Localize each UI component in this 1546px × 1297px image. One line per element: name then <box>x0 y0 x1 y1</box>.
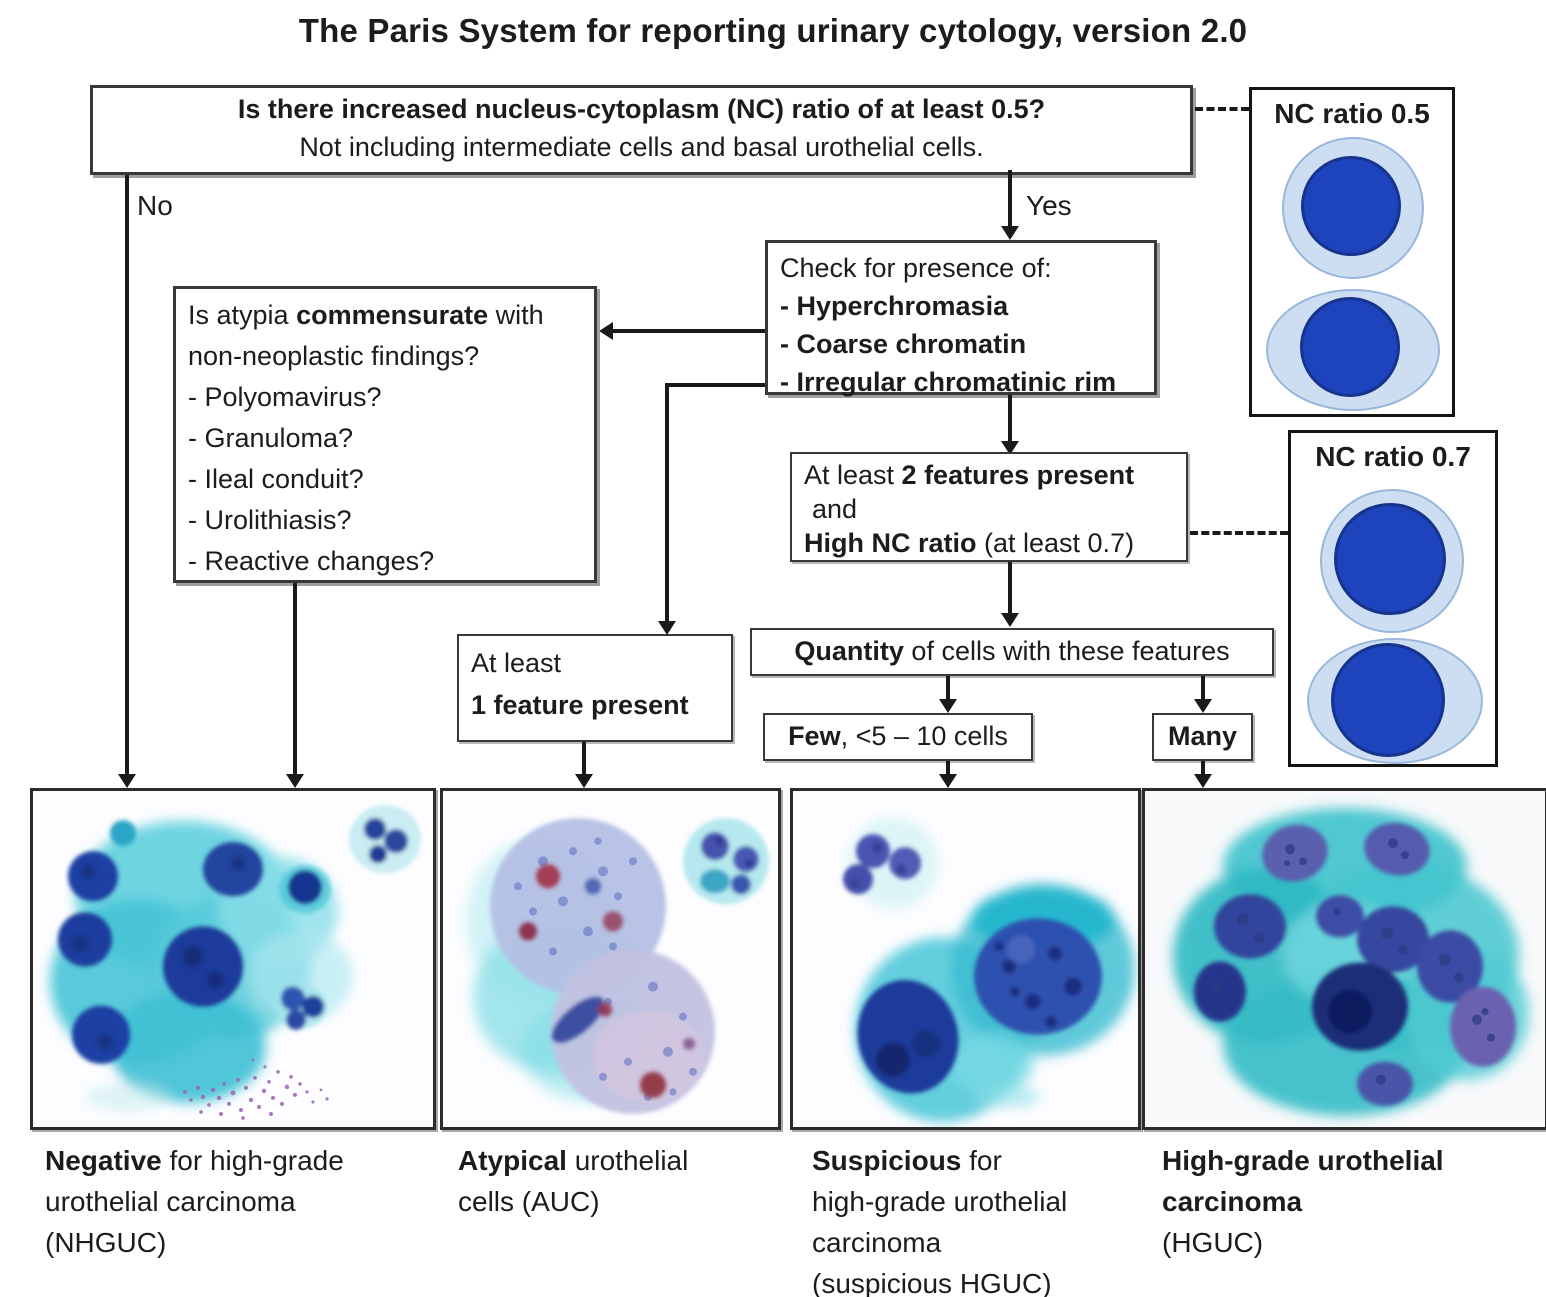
check-features-box: Check for presence of: - Hyperchromasia … <box>765 240 1157 397</box>
atypia-item-urolithiasis: - Urolithiasis? <box>188 505 352 535</box>
quantity-to-few-line <box>946 676 950 700</box>
nc-ratio-07-label: NC ratio 0.7 <box>1315 441 1471 472</box>
dashed-link-nc07 <box>1190 531 1288 535</box>
auc-micrograph-frame <box>440 788 781 1130</box>
yes-arrowhead-icon <box>1001 226 1019 240</box>
two-features-line2: and <box>812 494 858 524</box>
auc-arrowhead-icon <box>575 774 593 788</box>
many-arrowhead-icon <box>1194 699 1212 713</box>
hguc-micrograph-frame <box>1142 788 1546 1130</box>
suspicious-micrograph-image <box>793 791 1138 1127</box>
check-to-atypia-arrowhead-icon <box>599 322 613 340</box>
one-feature-arrowhead-icon <box>658 621 676 635</box>
two-features-box: At least 2 features present and High NC … <box>790 452 1188 562</box>
bacteria-dots <box>183 1058 329 1120</box>
auc-label: Atypical urothelial cells (AUC) <box>458 1145 689 1217</box>
check-item-irregular-rim: - Irregular chromatinic rim <box>780 367 1117 397</box>
no-branch-label: No <box>137 190 173 221</box>
check-item-hyperchromasia: - Hyperchromasia <box>780 291 1009 321</box>
check-intro: Check for presence of: <box>780 253 1052 283</box>
auc-micrograph-image <box>443 791 778 1127</box>
nhguc-micrograph-frame <box>30 788 436 1130</box>
nucleus-round-05 <box>1301 156 1401 256</box>
many-to-hguc-line <box>1201 761 1205 776</box>
check-to-one-feature-hline <box>665 383 765 387</box>
no-branch-line <box>125 175 129 776</box>
nhguc-micrograph-image <box>33 791 433 1127</box>
two-features-arrowhead-icon <box>1001 441 1019 455</box>
atypia-to-nhguc-line <box>293 583 297 776</box>
quantity-box: Quantity of cells with these features <box>750 628 1274 676</box>
suspicious-label: Suspicious for high-grade urothelial car… <box>812 1145 1068 1297</box>
check-item-coarse-chromatin: - Coarse chromatin <box>780 329 1027 359</box>
nc-ratio-05-panel: NC ratio 0.5 <box>1249 87 1455 417</box>
check-to-atypia-line <box>612 329 765 333</box>
no-arrowhead-icon <box>118 774 136 788</box>
one-feature-to-auc-line <box>582 742 586 776</box>
dashed-link-nc05 <box>1195 107 1249 111</box>
check-to-two-features-line <box>1008 395 1012 442</box>
few-arrowhead-icon <box>939 699 957 713</box>
one-feature-line1: At least <box>471 648 562 678</box>
nucleus-oval-05 <box>1300 297 1400 397</box>
page-title: The Paris System for reporting urinary c… <box>298 12 1248 49</box>
one-feature-line2: 1 feature present <box>471 690 689 720</box>
check-to-one-feature-vline <box>665 383 669 622</box>
yes-branch-line <box>1008 170 1012 227</box>
nc-ratio-07-panel: NC ratio 0.7 <box>1288 430 1498 767</box>
atypia-item-granuloma: - Granuloma? <box>188 423 354 453</box>
yes-branch-label: Yes <box>1026 190 1072 221</box>
nc-question-box: Is there increased nucleus-cytoplasm (NC… <box>90 85 1193 175</box>
atypia-item-polyomavirus: - Polyomavirus? <box>188 382 382 412</box>
hguc-label: High-grade urothelial carcinoma (HGUC) <box>1162 1145 1444 1258</box>
suspicious-micrograph-frame <box>790 788 1141 1130</box>
hguc-micrograph-image <box>1145 791 1545 1127</box>
many-box: Many <box>1152 713 1253 761</box>
two-features-line3: High NC ratio (at least 0.7) <box>804 528 1135 558</box>
atypia-question: Is atypia commensurate with non-neoplast… <box>188 300 544 371</box>
atypia-box: Is atypia commensurate with non-neoplast… <box>173 286 597 583</box>
two-features-to-quantity-line <box>1008 562 1012 614</box>
two-features-line1: At least 2 features present <box>804 460 1135 490</box>
nc-question-line2: Not including intermediate cells and bas… <box>299 132 984 162</box>
nhguc-label: Negative for high-grade urothelial carci… <box>45 1145 344 1258</box>
quantity-to-many-line <box>1201 676 1205 700</box>
nucleus-oval-07 <box>1331 643 1445 757</box>
few-box: Few, <5 – 10 cells <box>763 713 1033 761</box>
atypia-to-nhguc-arrowhead-icon <box>286 774 304 788</box>
atypia-item-ileal-conduit: - Ileal conduit? <box>188 464 364 494</box>
one-feature-box: At least 1 feature present <box>457 634 733 742</box>
nc-ratio-05-label: NC ratio 0.5 <box>1274 98 1430 129</box>
few-to-suspicious-line <box>946 761 950 776</box>
quantity-arrowhead-icon <box>1001 613 1019 627</box>
hguc-arrowhead-icon <box>1194 774 1212 788</box>
nc-question-line1: Is there increased nucleus-cytoplasm (NC… <box>237 94 1046 124</box>
nucleus-round-07 <box>1334 503 1446 615</box>
suspicious-arrowhead-icon <box>939 774 957 788</box>
atypia-item-reactive-changes: - Reactive changes? <box>188 546 435 576</box>
